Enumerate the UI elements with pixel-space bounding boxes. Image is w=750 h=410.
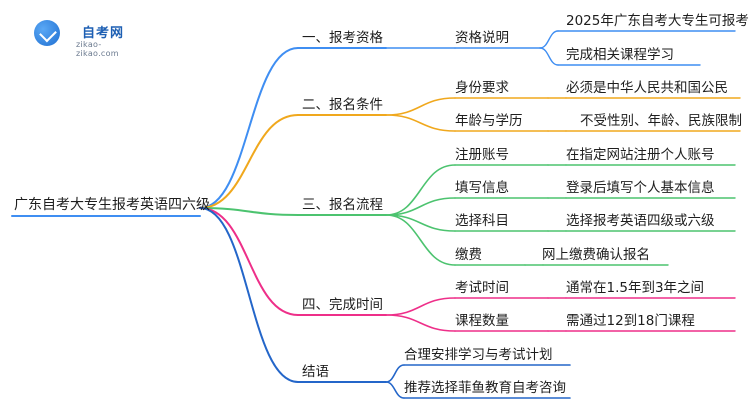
edge-conclusion-0 <box>385 364 405 383</box>
branch-process: 三、报名流程 <box>302 197 383 213</box>
logo-subtitle: zikao-zikao.com <box>76 40 119 58</box>
edge-conditions-0 <box>385 97 456 116</box>
edge-root-process <box>199 207 299 216</box>
site-logo: 自考网 zikao-zikao.com <box>14 6 144 58</box>
edge-root-conclusion <box>199 207 299 383</box>
edge-timeline-1 <box>385 314 456 332</box>
edge-root-timeline <box>199 207 299 316</box>
leaf-pay-online: 网上缴费确认报名 <box>542 247 650 263</box>
edge-leaf-qualification-0-1 <box>539 47 559 66</box>
root-node: 广东自考大专生报考英语四六级 <box>14 197 210 213</box>
logo-title: 自考网 <box>82 26 125 41</box>
leaf-fill-basic: 登录后填写个人基本信息 <box>566 180 715 196</box>
leaf-duration: 通常在1.5年到3年之间 <box>566 280 705 296</box>
node-register-account: 注册账号 <box>455 147 509 163</box>
leaf-cet-level: 选择报考英语四级或六级 <box>566 213 715 229</box>
edge-process-0 <box>385 164 456 216</box>
node-age-education: 年龄与学历 <box>455 113 523 129</box>
node-fill-info: 填写信息 <box>455 180 509 196</box>
node-choose-subject: 选择科目 <box>455 213 509 229</box>
node-identity: 身份要求 <box>455 80 509 96</box>
edge-process-2 <box>385 214 456 232</box>
leaf-can-apply: 2025年广东自考大专生可报考 <box>566 13 749 29</box>
edge-conditions-1 <box>385 114 456 132</box>
node-course-count: 课程数量 <box>455 313 509 329</box>
leaf-no-limit: 不受性别、年龄、民族限制 <box>580 113 742 129</box>
edge-timeline-0 <box>385 297 456 316</box>
node-plan-study: 合理安排学习与考试计划 <box>404 347 553 363</box>
branch-conclusion: 结语 <box>302 364 329 380</box>
node-payment: 缴费 <box>455 247 482 263</box>
edge-conclusion-1 <box>385 381 405 399</box>
logo-badge-icon <box>34 20 60 46</box>
edge-process-1 <box>385 197 456 216</box>
node-exam-time: 考试时间 <box>455 280 509 296</box>
leaf-complete-course: 完成相关课程学习 <box>566 47 674 63</box>
branch-timeline: 四、完成时间 <box>302 297 383 313</box>
node-recommend: 推荐选择菲鱼教育自考咨询 <box>404 380 566 396</box>
branch-qualification: 一、报考资格 <box>302 30 383 46</box>
node-qualification-note: 资格说明 <box>455 30 509 46</box>
branch-conditions: 二、报名条件 <box>302 97 383 113</box>
leaf-register-site: 在指定网站注册个人账号 <box>566 147 715 163</box>
leaf-courses: 需通过12到18门课程 <box>566 313 695 329</box>
edge-root-qualification <box>199 47 299 209</box>
edge-leaf-qualification-0-0 <box>539 30 559 49</box>
edge-root-conditions <box>199 114 299 209</box>
edge-process-3 <box>385 214 456 266</box>
leaf-citizen: 必须是中华人民共和国公民 <box>566 80 728 96</box>
